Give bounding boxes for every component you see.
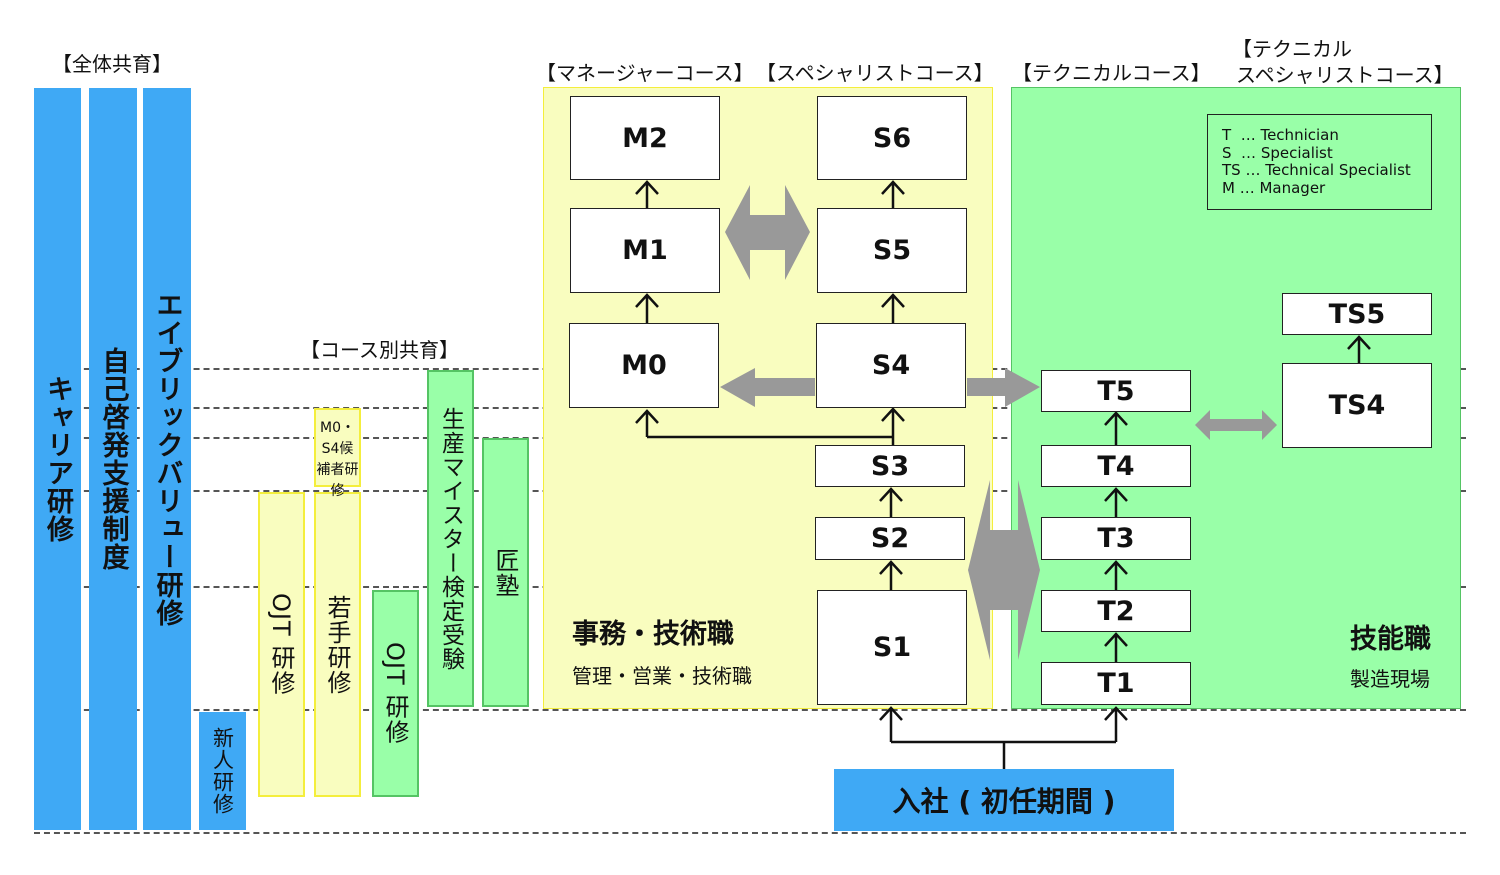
grade-t3: T3 xyxy=(1041,517,1191,560)
entry-box: 入社 ( 初任期間 ) xyxy=(834,769,1174,831)
ojt-training-green: OJT 研修 xyxy=(372,590,419,797)
career-training: キャリア研修 xyxy=(34,88,81,830)
arrow-s4-to-t5 xyxy=(967,368,1040,407)
double-arrow-s-t xyxy=(968,480,1040,660)
grade-m0: M0 xyxy=(569,323,719,408)
header-course-common: 【コース別共育】 xyxy=(300,338,459,362)
new-hire-training: 新人研修 xyxy=(199,712,246,830)
grade-t5: T5 xyxy=(1041,370,1191,412)
arrow-s4-to-m0 xyxy=(720,368,815,407)
skilled-title: 技能職 xyxy=(1350,624,1431,655)
header-common: 【全体共育】 xyxy=(52,52,172,76)
divider xyxy=(34,832,1466,834)
grade-s1: S1 xyxy=(817,590,967,705)
legend-item: TS … Technical Specialist xyxy=(1222,161,1411,179)
ablic-value-training: エイブリックバリュー研修 xyxy=(143,88,191,830)
ojt-training-yellow: OJT 研修 xyxy=(258,492,305,797)
header-manager: 【マネージャーコース】 xyxy=(536,61,754,85)
grade-s4: S4 xyxy=(816,323,966,408)
grade-ts4: TS4 xyxy=(1282,363,1432,448)
step-arrows xyxy=(635,180,1371,769)
takumi-school: 匠塾 xyxy=(482,438,529,707)
legend-item: M … Manager xyxy=(1222,178,1326,197)
young-staff-training: 若手研修 xyxy=(314,492,361,797)
grey-arrows xyxy=(720,185,1277,660)
header-technical: 【テクニカルコース】 xyxy=(1012,61,1211,85)
grade-s6: S6 xyxy=(817,96,967,180)
header-specialist: 【スペシャリストコース】 xyxy=(756,61,994,85)
double-arrow-t5-ts4 xyxy=(1195,410,1277,440)
grade-t4: T4 xyxy=(1041,445,1191,487)
header-tech-spec: 【テクニカル xyxy=(1232,37,1352,61)
divider xyxy=(34,709,1466,711)
grade-s3: S3 xyxy=(815,445,965,487)
grade-ts5: TS5 xyxy=(1282,293,1432,335)
office-title: 事務・技術職 xyxy=(572,619,734,650)
self-development-support: 自己啓発支援制度 xyxy=(89,88,137,830)
grade-m2: M2 xyxy=(570,96,720,180)
legend-item: S … Specialist xyxy=(1222,143,1333,162)
skilled-subtitle: 製造現場 xyxy=(1350,667,1430,691)
grade-s5: S5 xyxy=(817,208,967,293)
office-subtitle: 管理・営業・技術職 xyxy=(572,664,752,688)
grade-m1: M1 xyxy=(570,208,720,293)
legend-item: T … Technician xyxy=(1222,126,1339,144)
header-tech-spec-2: スペシャリストコース】 xyxy=(1236,63,1454,87)
grade-t2: T2 xyxy=(1041,590,1191,632)
grade-s2: S2 xyxy=(815,517,965,560)
grade-t1: T1 xyxy=(1041,662,1191,705)
production-meister-exam: 生産マイスター検定受験 xyxy=(427,370,474,707)
candidate-training: M0・S4候補者研修 xyxy=(314,408,361,499)
legend-box: T … Technician S … Specialist TS … Techn… xyxy=(1207,114,1432,210)
double-arrow-m1-s5 xyxy=(725,185,810,280)
